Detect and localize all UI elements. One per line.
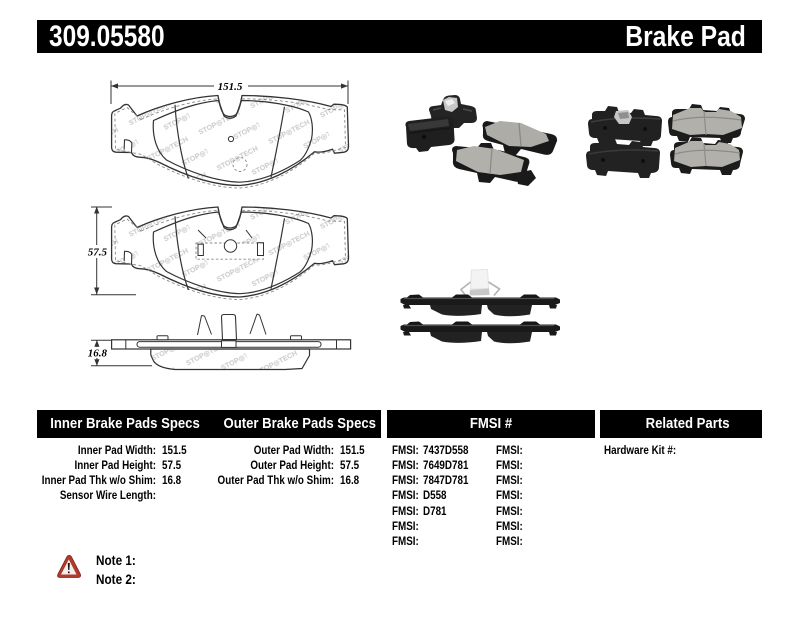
svg-text:151.5: 151.5 bbox=[218, 81, 243, 93]
svg-text:16.8: 16.8 bbox=[88, 348, 108, 360]
svg-text:57.5: 57.5 bbox=[88, 247, 108, 259]
